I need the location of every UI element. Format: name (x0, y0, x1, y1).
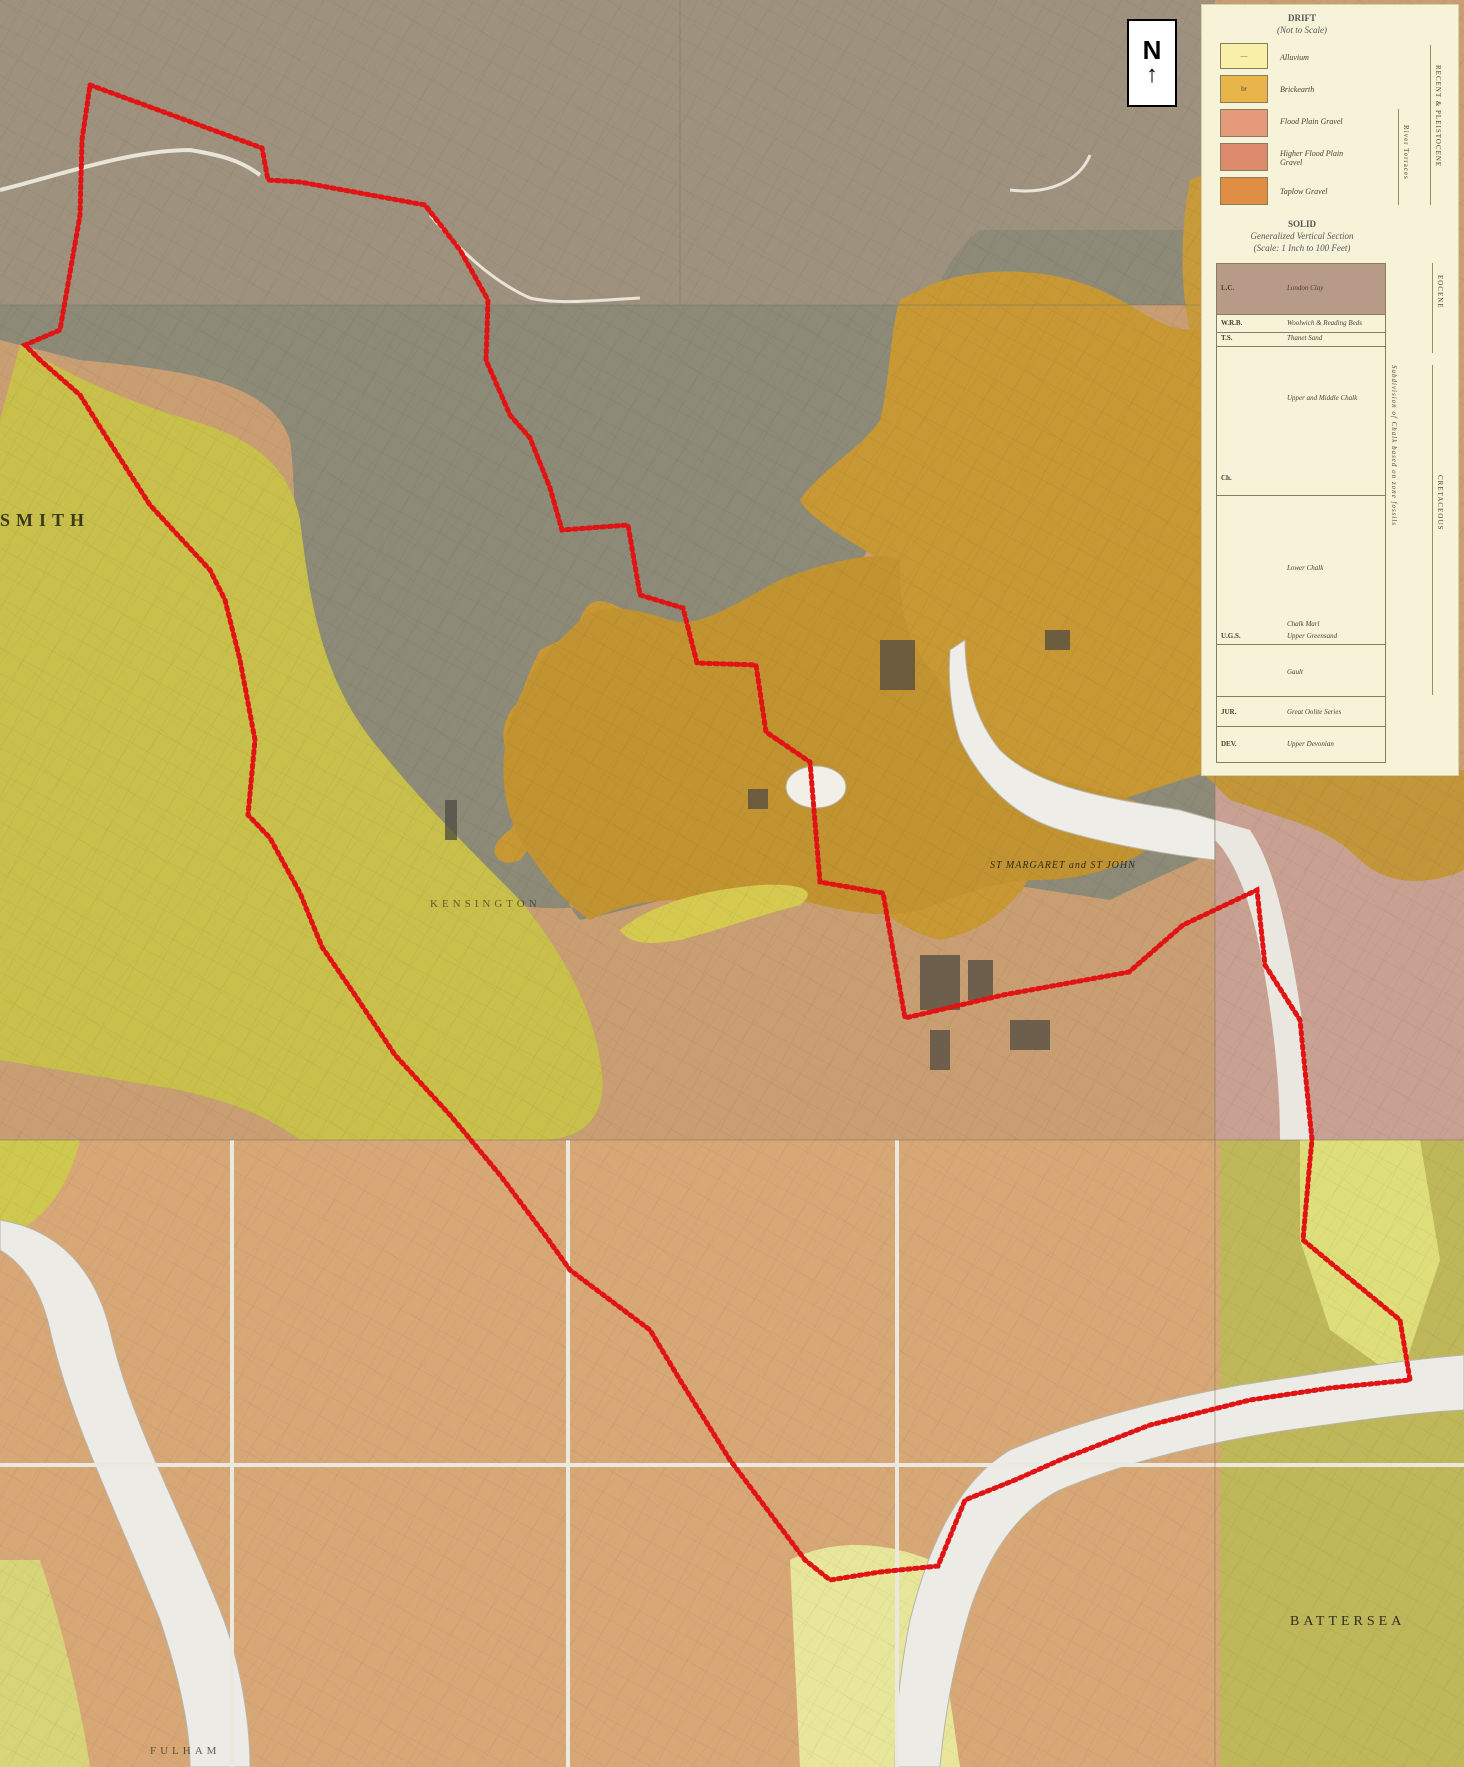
legend-solid-title: SOLID (1287, 219, 1316, 229)
legend-side-cretaceous: CRETACEOUS (1436, 475, 1444, 531)
legend-bracket-terraces (1398, 109, 1399, 205)
map-grid (0, 1140, 1464, 1767)
section-row-ugs (1217, 628, 1385, 645)
section-row-chalk-divider (1217, 494, 1385, 496)
section-row-ts (1217, 332, 1385, 347)
place-label-battersea: BATTERSEA (1290, 1614, 1406, 1629)
legend-label-taplow-gravel: Taplow Gravel (1280, 187, 1328, 196)
study-area-boundary (20, 81, 1413, 1583)
legend-bracket-drift (1430, 45, 1431, 205)
serpentine-lake (785, 765, 847, 809)
legend-swatch-brickearth: br (1220, 75, 1268, 103)
section-code-ch: Ch. (1221, 474, 1232, 482)
map-legend: DRIFT (Not to Scale) — Alluvium br Brick… (1201, 4, 1459, 776)
section-code-dev: DEV. (1221, 740, 1237, 748)
legend-label-brickearth: Brickearth (1280, 85, 1315, 94)
section-row-wrb (1217, 314, 1385, 333)
legend-label-higher-flood-plain-gravel: Higher Flood Plain Gravel (1280, 149, 1344, 167)
section-desc-ugs: Upper Greensand (1287, 632, 1338, 640)
section-desc-lower-chalk: Lower Chalk (1287, 564, 1324, 572)
legend-swatch-taplow-gravel (1220, 177, 1268, 205)
section-desc-dev: Upper Devonian (1287, 740, 1334, 748)
legend-drift-subtitle: (Not to Scale) (1277, 25, 1327, 35)
legend-label-alluvium: Alluvium (1280, 53, 1309, 62)
legend-bracket-cretaceous (1432, 365, 1433, 695)
river-thames-reach (1215, 820, 1310, 1140)
section-code-lc: L.C. (1221, 284, 1235, 292)
section-desc-upper-middle-chalk: Upper and Middle Chalk (1287, 394, 1358, 402)
legend-drift-title: DRIFT (1287, 13, 1316, 23)
building-blocks (445, 630, 1070, 1070)
section-code-jur: JUR. (1221, 708, 1237, 716)
legend-vertical-section: L.C. London Clay W.R.B. Woolwich & Readi… (1216, 263, 1386, 763)
legend-swatch-alluvium: — (1220, 43, 1268, 69)
stream-west (0, 147, 262, 192)
river-thames-bend (948, 639, 1216, 861)
section-code-wrb: W.R.B. (1221, 319, 1243, 327)
legend-side-recent: RECENT & PLEISTOCENE (1434, 65, 1442, 168)
place-label-smith: SMITH (0, 510, 91, 530)
north-arrow-icon: ↑ (1146, 61, 1158, 88)
legend-solid-subtitle: Generalized Vertical Section (1250, 231, 1354, 241)
section-row-gault (1217, 644, 1385, 697)
legend-vertical-note: Subdivision of Chalk based on zone fossi… (1390, 365, 1398, 526)
section-desc-chalk-marl: Chalk Marl (1287, 620, 1320, 628)
stream-north-east (1009, 154, 1092, 193)
legend-label-flood-plain-gravel: Flood Plain Gravel (1280, 117, 1343, 126)
river-thames-west (0, 1219, 251, 1767)
legend-bracket-eocene (1432, 263, 1433, 353)
place-label-kensington: KENSINGTON (430, 898, 541, 910)
section-code-ts: T.S. (1221, 334, 1233, 342)
legend-swatch-higher-flood-plain-gravel (1220, 143, 1268, 171)
legend-swatch-flood-plain-gravel (1220, 109, 1268, 137)
north-label: N (1142, 35, 1162, 65)
section-desc-jur: Great Oolite Series (1287, 708, 1342, 716)
section-code-ugs: U.G.S. (1221, 632, 1241, 640)
section-desc-wrb: Woolwich & Reading Beds (1287, 319, 1362, 327)
place-label-st-margaret: ST MARGARET and ST JOHN (990, 860, 1136, 871)
section-row-london-clay (1217, 264, 1385, 315)
north-compass: N ↑ (1127, 19, 1177, 107)
section-desc-gault: Gault (1287, 668, 1303, 676)
section-desc-london-clay: London Clay (1287, 284, 1324, 292)
legend-solid-scale: (Scale: 1 Inch to 100 Feet) (1253, 243, 1351, 253)
legend-side-eocene: EOCENE (1436, 275, 1444, 309)
section-desc-ts: Thanet Sand (1287, 334, 1323, 342)
place-label-fulham: FULHAM (150, 1745, 221, 1757)
legend-side-terraces: River Terraces (1402, 125, 1410, 180)
section-row-jur (1217, 696, 1385, 727)
